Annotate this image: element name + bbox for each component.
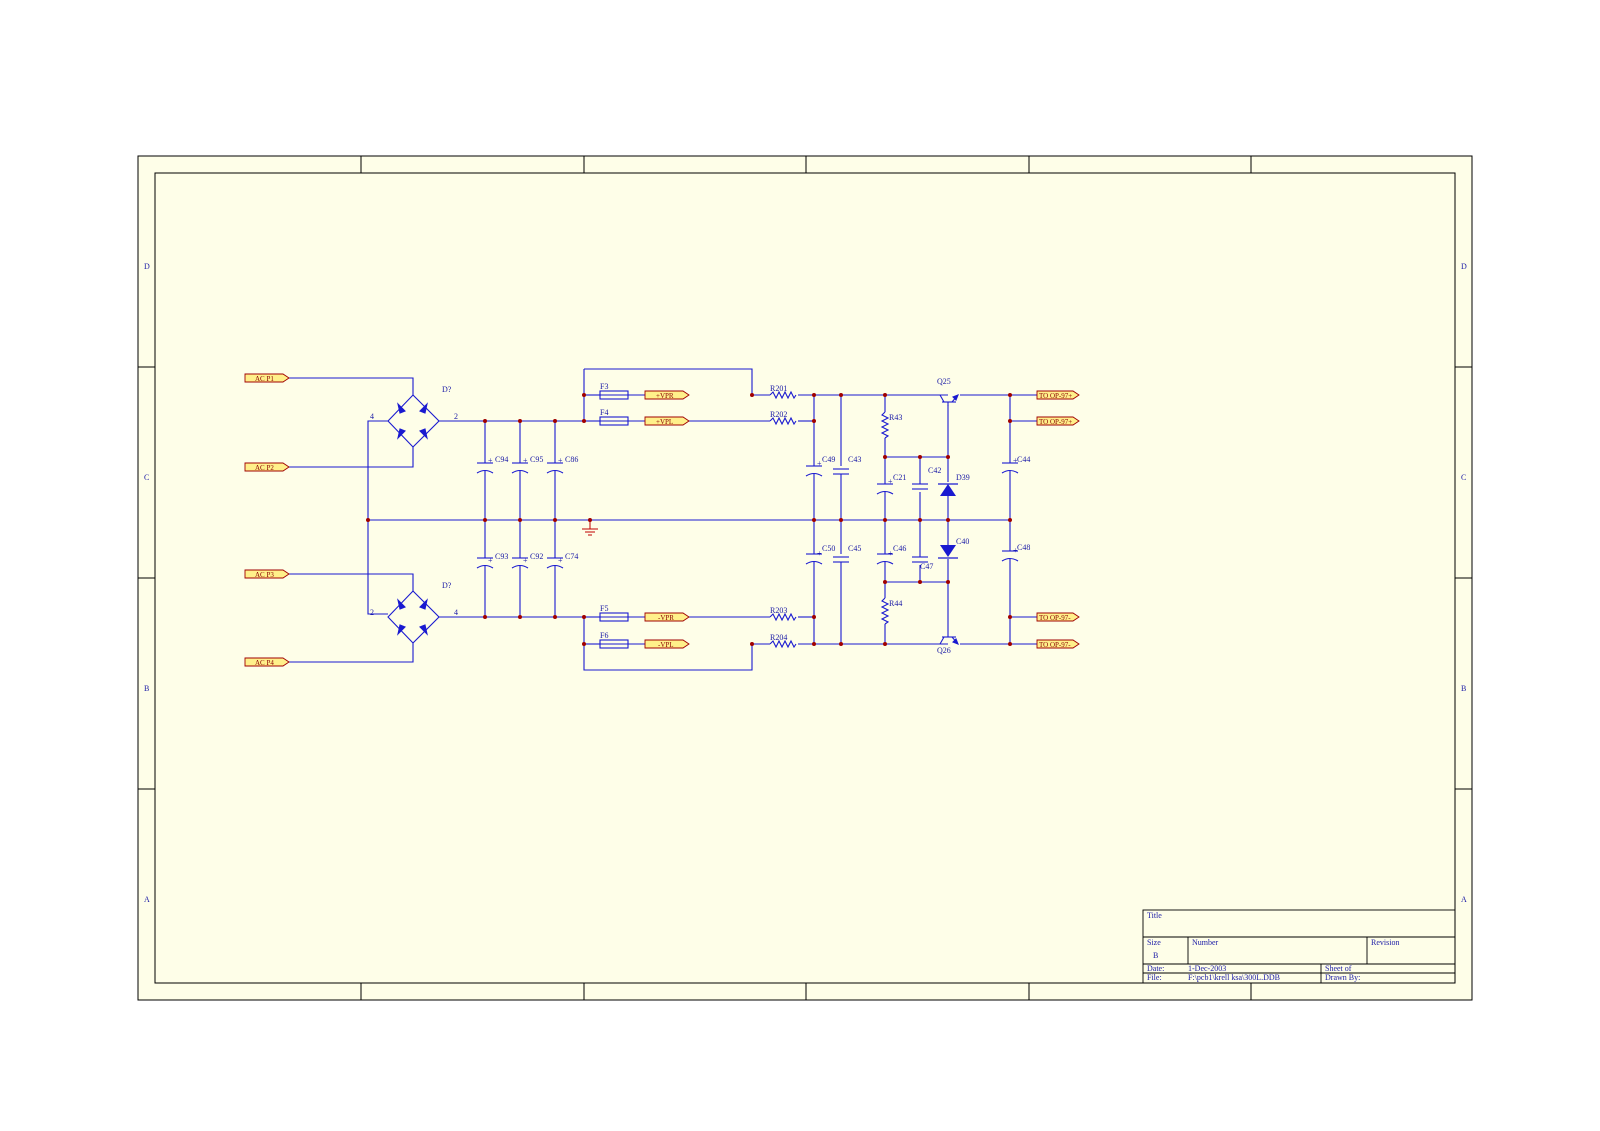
transistor-q25 [939,394,959,406]
tb-file-value: F:\pcb1\krell ksa\300L.DDB [1188,973,1280,982]
zone-ticks [138,156,1472,1000]
zone-right-c: C [1461,473,1466,482]
tb-drawn-by-label: Drawn By: [1325,973,1360,982]
tb-date-label: Date: [1147,964,1164,973]
svg-text:+: + [817,459,822,468]
label-c21: C21 [893,473,906,482]
svg-text:+: + [1013,546,1018,555]
title-block [1142,909,1456,984]
svg-text:+: + [523,556,528,565]
label-f6: F6 [600,631,608,640]
label-q26: Q26 [937,646,951,655]
zone-left-a: A [144,895,150,904]
label-r43: R43 [889,413,902,422]
label-f5: F5 [600,604,608,613]
tb-size-label: Size [1147,938,1161,947]
port-op97-pos-1: TO OP-97+ [1039,392,1072,400]
resistors [769,390,890,649]
tb-date-value: 1-Dec-2003 [1188,964,1226,973]
zone-left-c: C [144,473,149,482]
label-r201: R201 [770,384,787,393]
port-ac-p1: AC P1 [255,375,274,383]
label-c46: C46 [893,544,906,553]
bridge-bottom-pin-2: 2 [370,608,374,617]
svg-text:+: + [888,549,893,558]
label-c43: C43 [848,455,861,464]
label-r44: R44 [889,599,902,608]
junction-dots [366,393,1012,646]
svg-text:+: + [1013,456,1018,465]
port-vpr-pos: +VPR [656,392,674,400]
zone-right-b: B [1461,684,1466,693]
label-q25: Q25 [937,377,951,386]
port-ac-p4: AC P4 [255,659,274,667]
label-d39: D39 [956,473,970,482]
tb-title-label: Title [1147,911,1162,920]
tb-size-value: B [1153,951,1158,960]
svg-text:+: + [888,477,893,486]
label-r202: R202 [770,410,787,419]
label-f4: F4 [600,408,608,417]
port-ac-p3: AC P3 [255,571,274,579]
bridge-bottom-pin-4: 4 [454,608,458,617]
label-r203: R203 [770,606,787,615]
label-c93: C93 [495,552,508,561]
ports [244,373,1080,667]
label-r204: R204 [770,633,787,642]
fuses [599,390,629,649]
svg-text:+: + [488,456,493,465]
tb-revision-label: Revision [1371,938,1399,947]
port-op97-pos-2: TO OP-97+ [1039,418,1072,426]
label-c42: C42 [928,466,941,475]
port-vpr-neg: -VPR [658,614,674,622]
label-c40: C40 [956,537,969,546]
transistor-q26 [939,632,959,645]
label-c44: C44 [1017,455,1030,464]
zone-right-a: A [1461,895,1467,904]
bridge-top-pin-2: 2 [454,412,458,421]
label-c49: C49 [822,455,835,464]
label-f3: F3 [600,382,608,391]
label-c47: C47 [920,562,933,571]
zener-diodes [938,483,958,559]
label-c94: C94 [495,455,508,464]
label-c48: C48 [1017,543,1030,552]
label-c50: C50 [822,544,835,553]
zone-left-d: D [144,262,150,271]
label-c86: C86 [565,455,578,464]
port-vpl-neg: -VPL [658,641,674,649]
tb-sheet-label: Sheet of [1325,964,1352,973]
label-c45: C45 [848,544,861,553]
zone-right-d: D [1461,262,1467,271]
svg-text:+: + [523,456,528,465]
port-op97-neg-2: TO OP-97- [1039,641,1071,649]
svg-text:+: + [558,556,563,565]
capacitors [476,462,1019,569]
tb-file-label: File: [1147,973,1162,982]
bridge-top-pin-4: 4 [370,412,374,421]
svg-text:+: + [488,556,493,565]
sheet-outer-border [137,155,1473,1001]
bridge-rectifier-top [387,386,440,459]
label-c74: C74 [565,552,578,561]
capacitor-plus-marks: + + + + + + + + + + + + [488,456,1018,565]
bridge-bottom-label: D? [442,581,452,590]
svg-text:+: + [558,456,563,465]
bridge-top-label: D? [442,385,452,394]
bridge-rectifier-bottom [387,582,440,654]
label-c95: C95 [530,455,543,464]
port-vpl-pos: +VPL [656,418,673,426]
port-ac-p2: AC P2 [255,464,274,472]
tb-number-label: Number [1192,938,1219,947]
port-op97-neg-1: TO OP-97- [1039,614,1071,622]
svg-text:+: + [817,549,822,558]
zone-left-b: B [144,684,149,693]
label-c92: C92 [530,552,543,561]
